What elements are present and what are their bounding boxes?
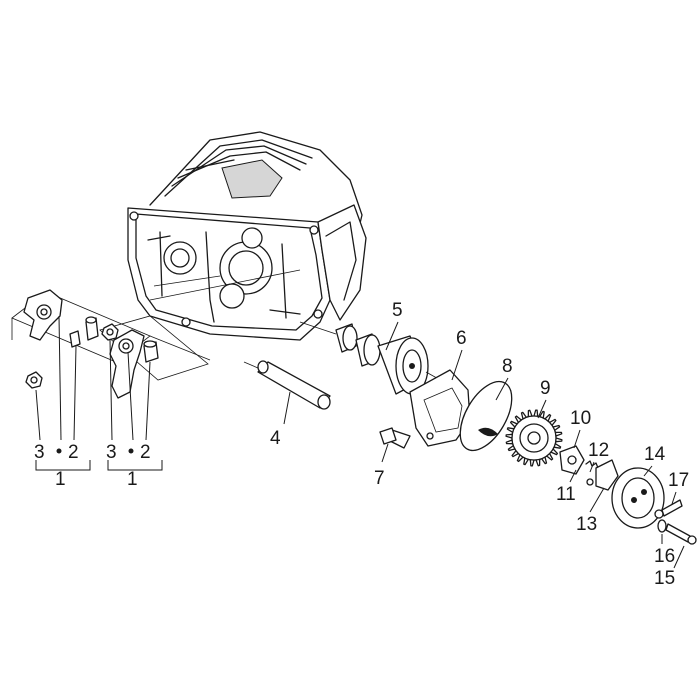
cam-sprocket — [505, 409, 563, 467]
bolt-7 — [379, 427, 411, 449]
callout-9: 9 — [540, 378, 551, 399]
bracket-1b — [107, 460, 163, 471]
cam-weight — [595, 459, 619, 491]
callout-16: 16 — [654, 546, 675, 567]
cylinder-head — [127, 131, 367, 341]
rocker-shaft — [243, 360, 331, 410]
decompressor-disc — [459, 380, 513, 452]
callout-2a: 2 — [68, 442, 79, 463]
callout-3a: 3 — [34, 442, 45, 463]
rocker-arm-group-left — [11, 289, 211, 389]
decompressor-bracket — [559, 445, 585, 475]
bolt-17 — [654, 499, 683, 519]
callout-12: 12 — [588, 440, 609, 461]
callout-2b: 2 — [140, 442, 151, 463]
cam-cover — [611, 467, 665, 529]
callout-6: 6 — [456, 328, 467, 349]
camshaft — [299, 321, 445, 395]
callout-5: 5 — [392, 300, 403, 321]
bracket-1a — [35, 460, 91, 471]
callout-11: 11 — [556, 484, 576, 505]
callout-4: 4 — [270, 428, 281, 449]
callout-13: 13 — [576, 514, 597, 535]
callout-17: 17 — [668, 470, 689, 491]
callout-15: 15 — [654, 568, 675, 589]
callout-10: 10 — [570, 408, 591, 429]
callout-3b: 3 — [106, 442, 117, 463]
callout-8: 8 — [502, 356, 513, 377]
callout-1a: 1 — [55, 469, 66, 490]
callout-7: 7 — [374, 468, 385, 489]
callout-14: 14 — [644, 444, 666, 465]
callout-1b: 1 — [127, 469, 138, 490]
washer-and-bolt — [657, 519, 697, 545]
